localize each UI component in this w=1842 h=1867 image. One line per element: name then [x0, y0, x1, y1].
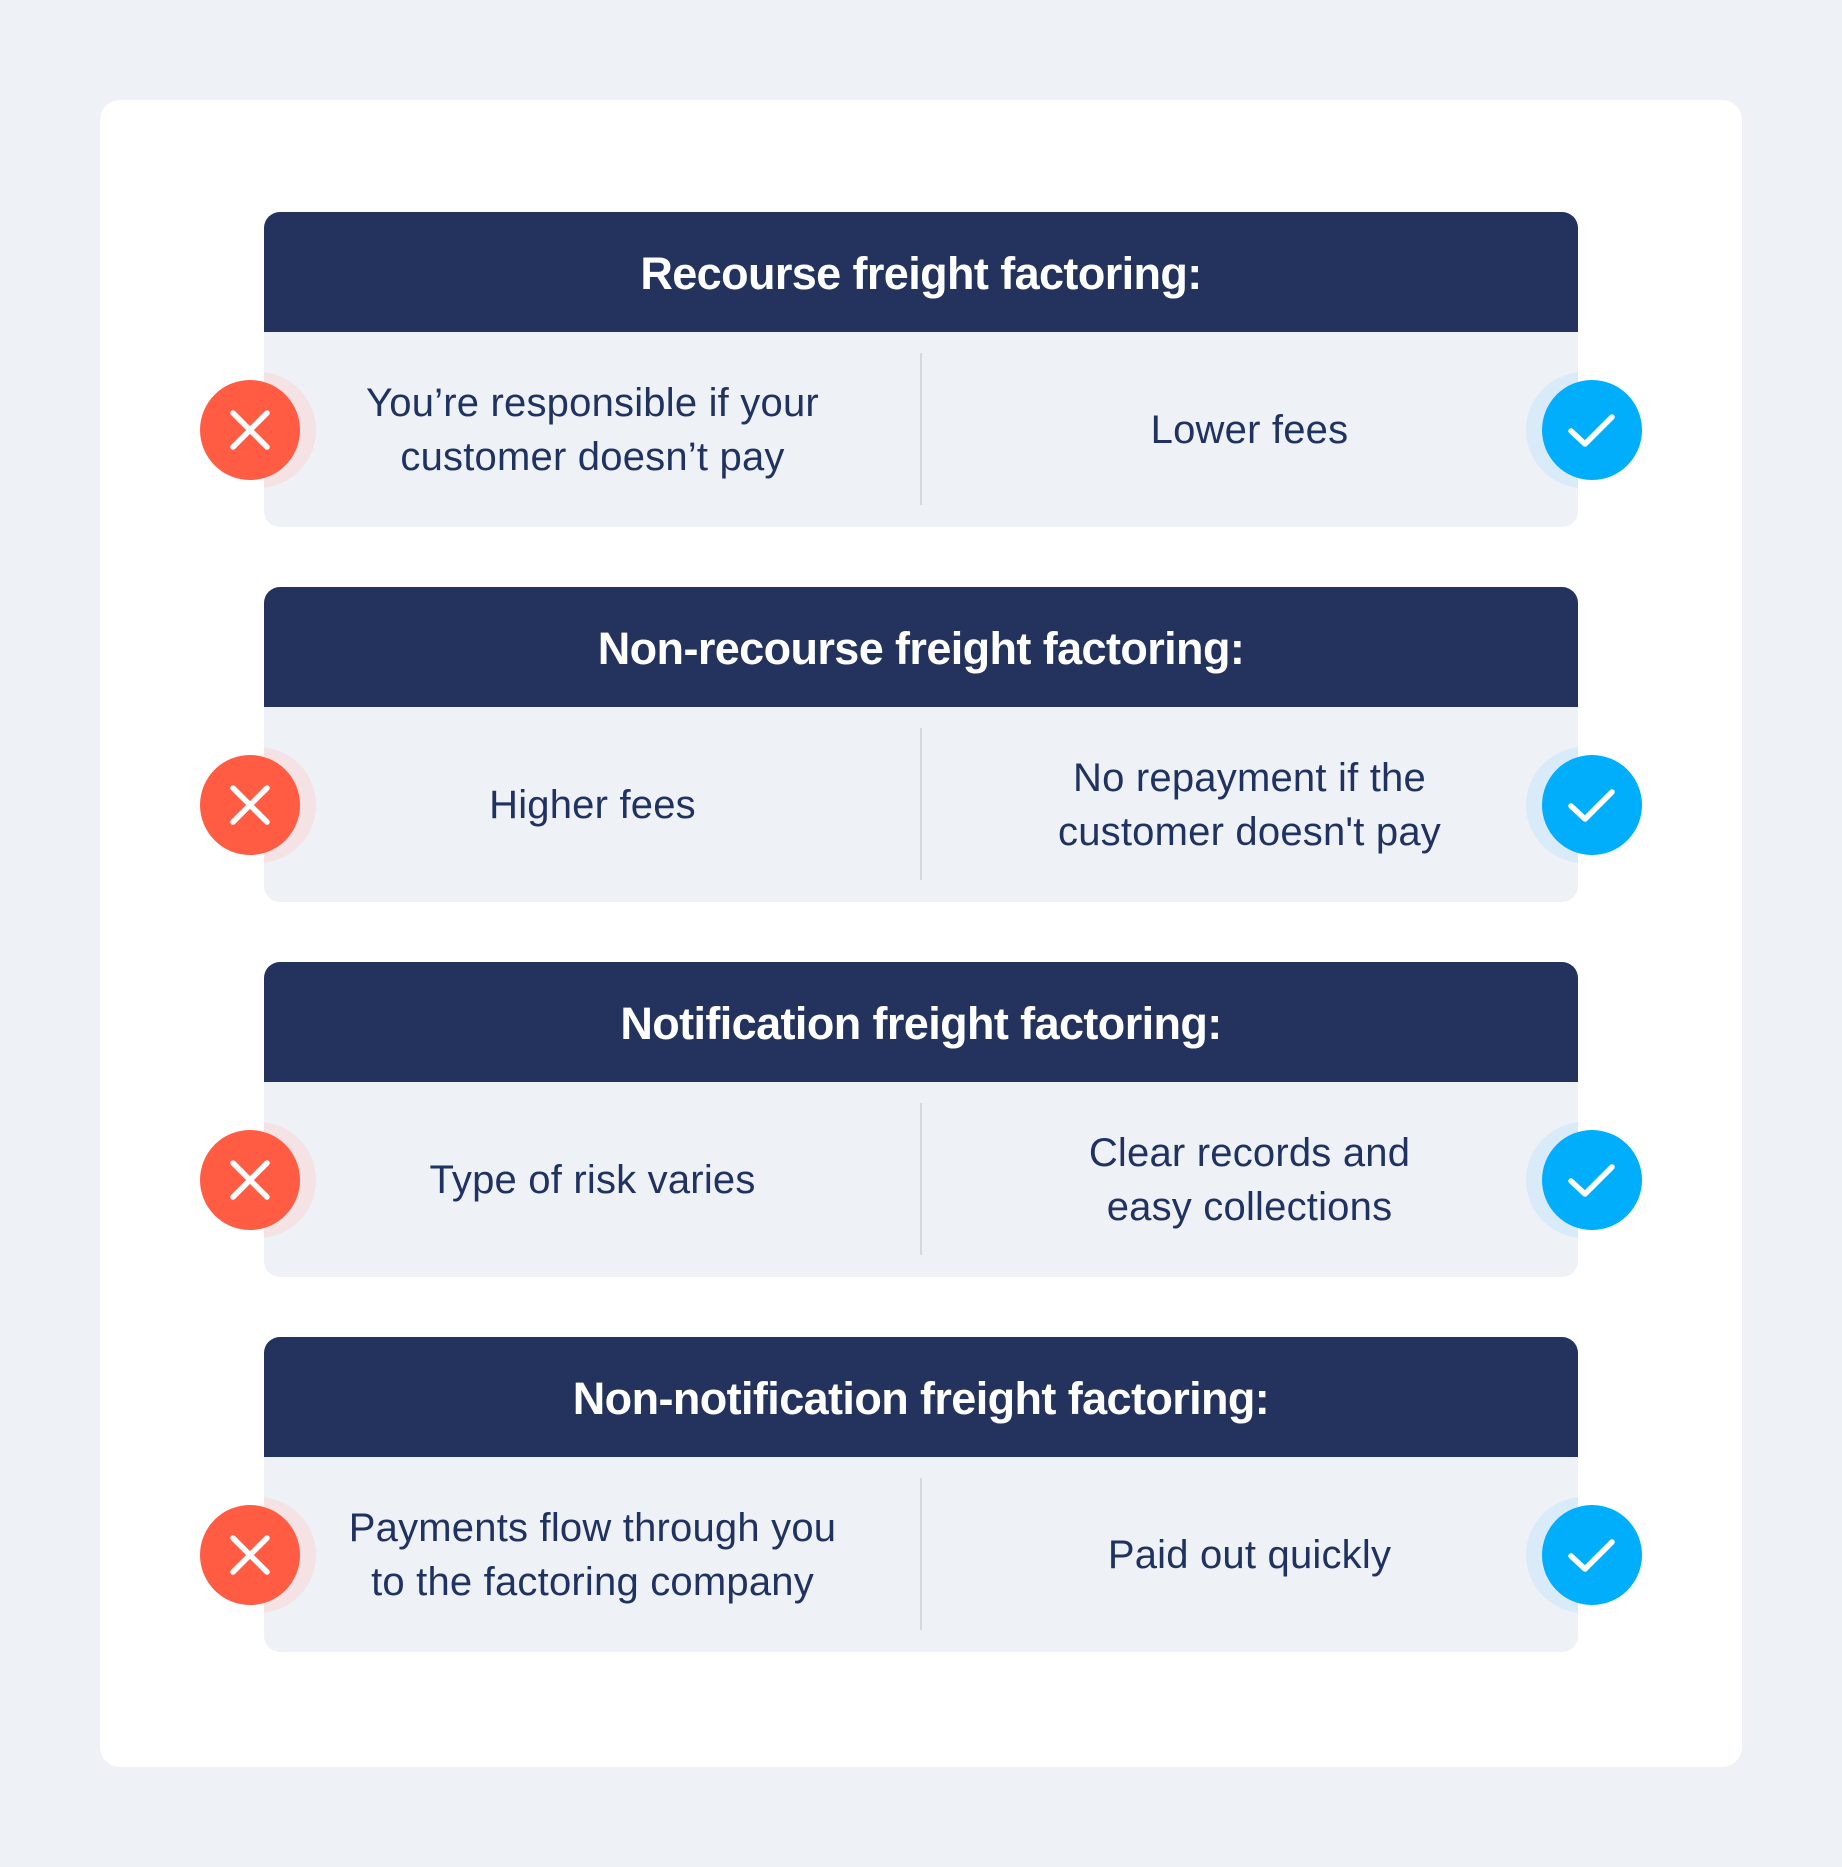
card-title: Non-recourse freight factoring: — [597, 622, 1245, 674]
card-title: Notification freight factoring: — [620, 997, 1222, 1049]
card-header: Non-notification freight factoring: — [264, 1337, 1578, 1457]
pro-cell: Clear records and easy collections — [921, 1082, 1578, 1277]
column-divider — [920, 353, 922, 505]
x-icon — [200, 1504, 300, 1605]
card-title: Non-notification freight factoring: — [572, 1372, 1270, 1424]
pro-cell: No repayment if the customer doesn't pay — [921, 707, 1578, 902]
con-cell: You’re responsible if your customer does… — [264, 332, 921, 527]
card-body: Higher fees No repayment if the customer… — [264, 707, 1578, 902]
x-icon — [200, 754, 300, 855]
pro-cell: Paid out quickly — [921, 1457, 1578, 1652]
card-header: Recourse freight factoring: — [264, 212, 1578, 332]
check-icon — [1542, 1129, 1642, 1230]
con-text: Type of risk varies — [429, 1157, 756, 1202]
x-icon — [200, 1129, 300, 1230]
con-text: Payments flow through you to the factori… — [348, 1505, 837, 1604]
con-cell: Type of risk varies — [264, 1082, 921, 1277]
card-header: Notification freight factoring: — [264, 962, 1578, 1082]
con-text: You’re responsible if your customer does… — [366, 380, 819, 479]
pro-cell: Lower fees — [921, 332, 1578, 527]
pro-text: Clear records and easy collections — [1088, 1130, 1411, 1229]
factoring-card-non-notification: Non-notification freight factoring: Paym… — [264, 1337, 1578, 1652]
card-body: Payments flow through you to the factori… — [264, 1457, 1578, 1652]
column-divider — [920, 1103, 922, 1255]
pro-text: Lower fees — [1150, 407, 1349, 452]
factoring-card-recourse: Recourse freight factoring: You’re respo… — [264, 212, 1578, 527]
column-divider — [920, 1478, 922, 1630]
check-icon — [1542, 754, 1642, 855]
pro-text: Paid out quickly — [1107, 1532, 1392, 1577]
factoring-card-notification: Notification freight factoring: Type of … — [264, 962, 1578, 1277]
card-body: Type of risk varies Clear records and ea… — [264, 1082, 1578, 1277]
factoring-card-non-recourse: Non-recourse freight factoring: Higher f… — [264, 587, 1578, 902]
column-divider — [920, 728, 922, 880]
con-cell: Higher fees — [264, 707, 921, 902]
check-icon — [1542, 379, 1642, 480]
con-text: Higher fees — [489, 782, 696, 827]
pro-text: No repayment if the customer doesn't pay — [1058, 755, 1441, 854]
card-body: You’re responsible if your customer does… — [264, 332, 1578, 527]
con-cell: Payments flow through you to the factori… — [264, 1457, 921, 1652]
card-header: Non-recourse freight factoring: — [264, 587, 1578, 707]
x-icon — [200, 379, 300, 480]
card-title: Recourse freight factoring: — [640, 247, 1202, 299]
check-icon — [1542, 1504, 1642, 1605]
